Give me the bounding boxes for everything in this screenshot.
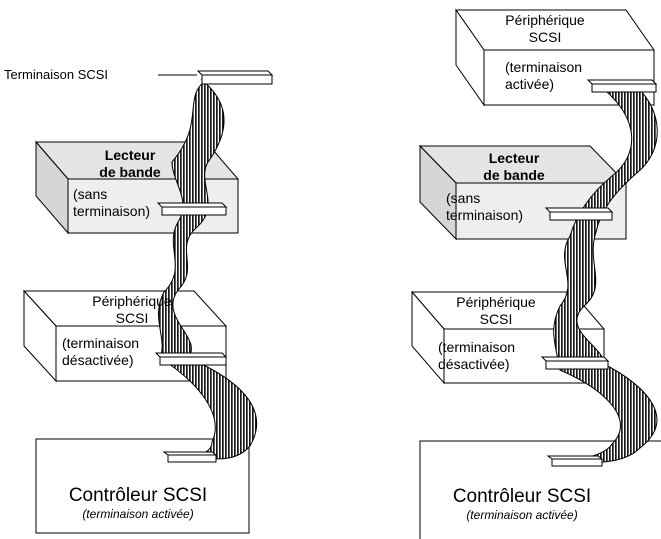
top-device-connector xyxy=(586,79,658,93)
tape-drive-status-1: (sans xyxy=(446,190,480,206)
tape-drive-title-2: de bande xyxy=(483,167,545,183)
device-title-2: SCSI xyxy=(116,310,149,326)
device-status-2: désactivée) xyxy=(438,356,510,372)
top-device-title-1: Périphérique xyxy=(505,12,585,28)
tape-drive-status-2: terminaison) xyxy=(73,203,150,219)
tape-drive-connector xyxy=(156,202,228,216)
tape-drive-status-1: (sans xyxy=(73,186,107,202)
device-title-1: Périphérique xyxy=(456,294,536,310)
tape-drive-title-1: Lecteur xyxy=(489,150,540,166)
top-device-title-2: SCSI xyxy=(529,29,562,45)
device-status-1: (terminaison xyxy=(62,335,139,351)
left-diagram: Terminaison SCSI xyxy=(4,67,274,534)
device-connector xyxy=(154,352,228,366)
controller-connector xyxy=(162,451,218,463)
controller-status: (terminaison activée) xyxy=(466,508,577,522)
device-title-1: Périphérique xyxy=(92,293,172,309)
tape-drive-connector xyxy=(544,207,614,221)
terminator-connector xyxy=(196,70,274,85)
tape-drive-title-1: Lecteur xyxy=(105,147,156,163)
controller-title: Contrôleur SCSI xyxy=(69,485,207,506)
tape-drive-title-2: de bande xyxy=(99,164,161,180)
top-device-status-1: (terminaison xyxy=(505,59,582,75)
top-device-status-2: activée) xyxy=(505,76,554,92)
tape-drive-status-2: terminaison) xyxy=(446,207,523,223)
right-diagram: Périphérique SCSI (terminaison activée) … xyxy=(410,8,661,539)
controller-title: Contrôleur SCSI xyxy=(453,486,591,507)
ribbon-cable xyxy=(158,79,257,460)
termination-label: Terminaison SCSI xyxy=(4,67,108,82)
device-status-1: (terminaison xyxy=(438,339,515,355)
controller-status: (terminaison activée) xyxy=(82,507,193,521)
device-status-2: désactivée) xyxy=(62,352,134,368)
controller-connector xyxy=(546,455,604,467)
device-connector xyxy=(540,356,610,370)
device-title-2: SCSI xyxy=(480,311,513,327)
ribbon-cable xyxy=(553,85,658,464)
controller-box xyxy=(419,440,661,539)
